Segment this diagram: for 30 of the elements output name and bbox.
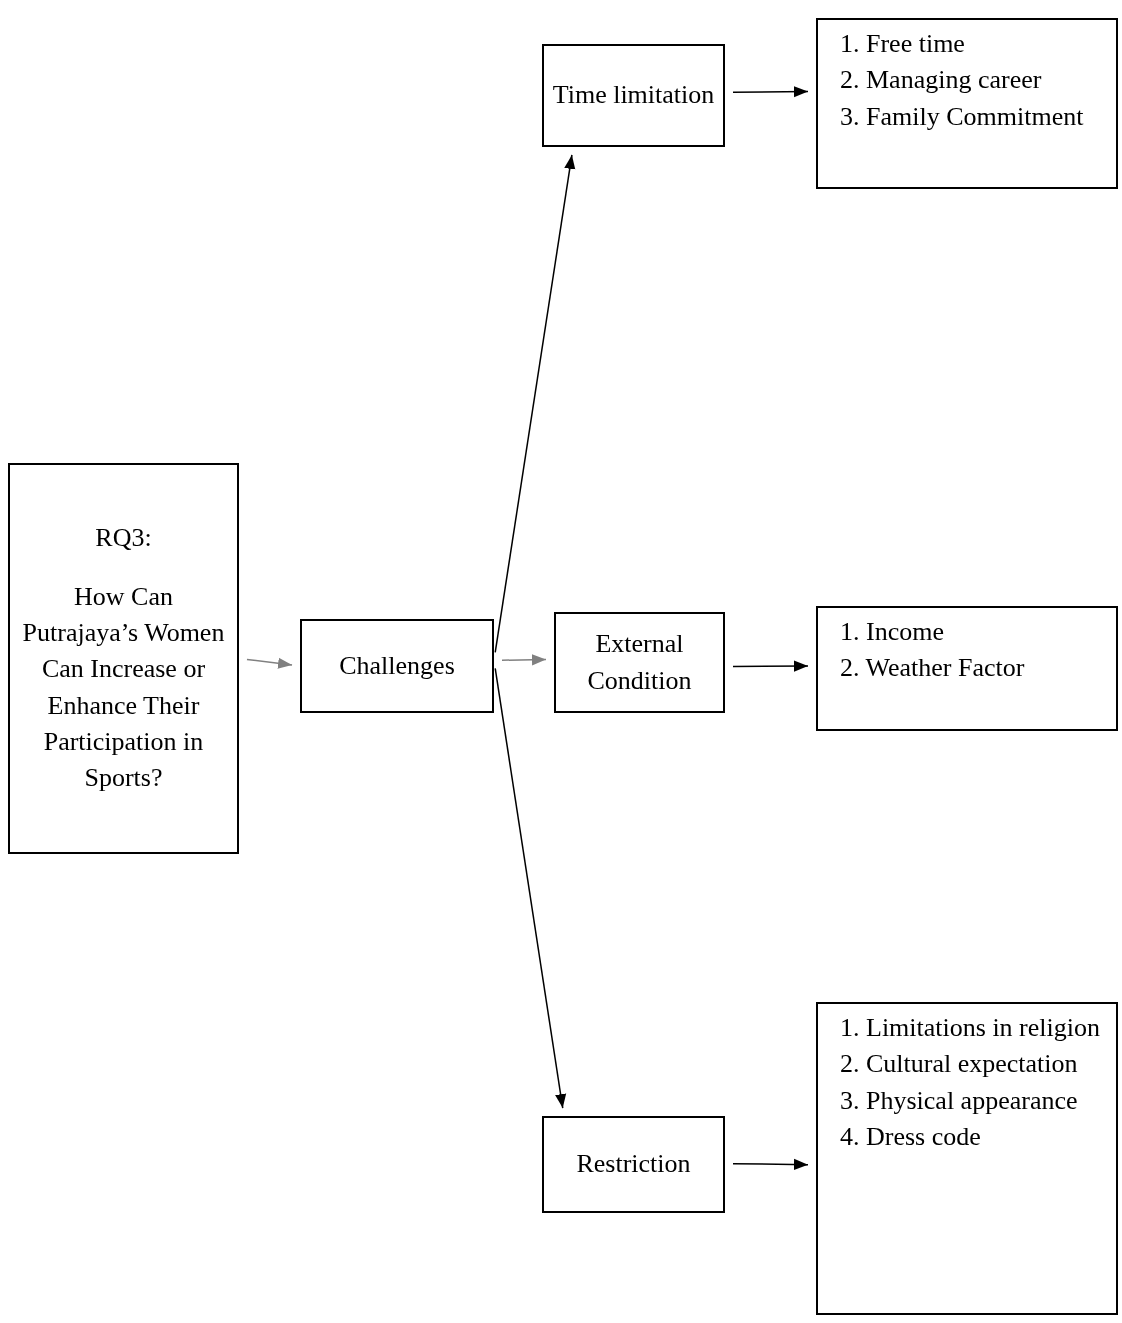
- process-box: [542, 44, 725, 147]
- arrow: [494, 667, 567, 1109]
- process-box: [542, 1116, 725, 1213]
- list-item: 2. Cultural expectation: [840, 1048, 1079, 1081]
- list-item: 1. Income: [840, 616, 945, 648]
- list-item: 4. Dress code: [840, 1121, 982, 1154]
- list-item: 1. Free time: [840, 28, 966, 60]
- box-label: RQ3:: [95, 522, 152, 555]
- box-label: Restriction: [576, 1148, 691, 1181]
- process-box: [554, 612, 725, 713]
- box-label: Time limitation: [552, 79, 715, 112]
- list-item: 3. Family Commitment: [840, 100, 1085, 133]
- arrow: [732, 660, 809, 672]
- list-item: 2. Managing career: [840, 64, 1043, 97]
- arrow: [501, 654, 547, 666]
- arrow: [732, 86, 809, 98]
- list-item: 2. Weather Factor: [840, 652, 1026, 685]
- question-text: How Can Putrajaya’s Women Can Increase or Enhance Their Participation in Sports?: [21, 580, 226, 795]
- list-box: [816, 18, 1118, 189]
- process-box: [8, 463, 239, 854]
- list-item: 3. Physical appearance: [840, 1084, 1079, 1117]
- box-label: Challenges: [339, 649, 455, 682]
- arrow: [494, 154, 576, 654]
- arrow: [246, 657, 293, 669]
- list-box: [816, 606, 1118, 731]
- list-box: [816, 1002, 1118, 1315]
- process-box: [300, 619, 494, 713]
- box-label: External Condition: [586, 628, 693, 697]
- arrow: [732, 1158, 809, 1171]
- list-item: 1. Limitations in religion: [840, 1012, 1101, 1044]
